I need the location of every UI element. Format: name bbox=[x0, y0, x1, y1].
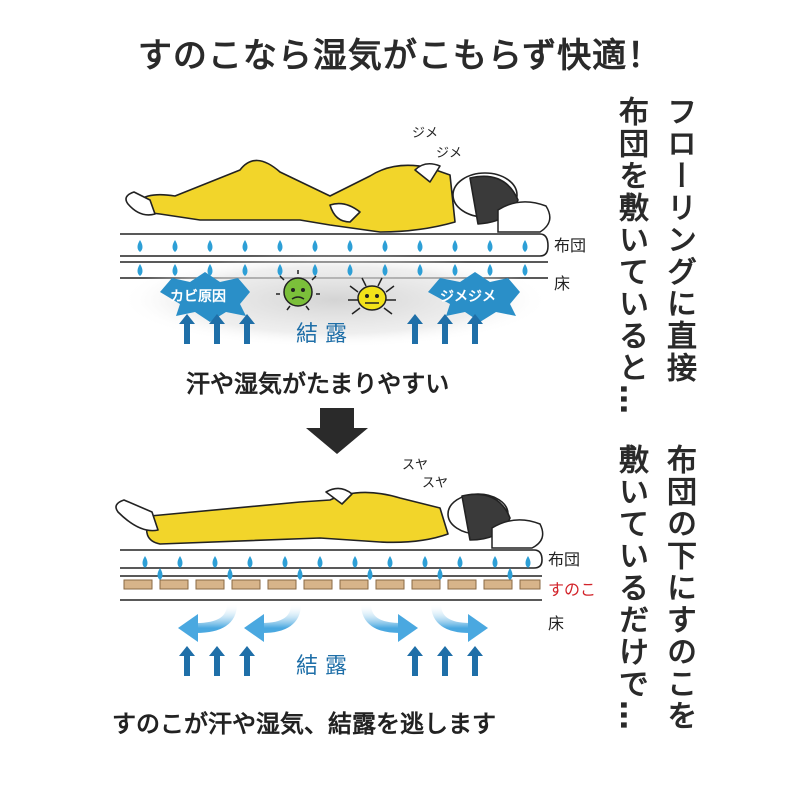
badge-damp bbox=[428, 272, 520, 322]
badge-damp-label: ジメジメ bbox=[440, 289, 496, 305]
condensation-arrows-bottom bbox=[179, 646, 483, 676]
pillow-bottom bbox=[491, 519, 544, 549]
badge-mold-cause bbox=[160, 272, 250, 322]
escape-arrows bbox=[195, 603, 471, 633]
down-arrow-icon bbox=[306, 408, 368, 454]
page-title: すのこなら湿気がこもらず快適！ bbox=[137, 36, 663, 76]
futon-bottom bbox=[120, 549, 543, 569]
snore-text-top-2: ジメ bbox=[436, 146, 463, 161]
sunoko-slats bbox=[123, 579, 541, 590]
escape-arrowheads bbox=[178, 614, 488, 642]
condensation-label-top: 結 露 bbox=[296, 322, 347, 347]
floor-label-top: 床 bbox=[554, 274, 571, 293]
dust-mite-icon bbox=[348, 277, 396, 315]
bottom-side-text: 布団の下にすのこを 敷いているだけで… bbox=[606, 444, 702, 732]
badge-mold-label: カビ原因 bbox=[170, 289, 226, 305]
futon-label-bottom: 布団 bbox=[548, 550, 581, 569]
bottom-caption: すのこが汗や湿気、結露を逃します bbox=[112, 710, 496, 738]
bottom-side-line-1: 布団の下にすのこを bbox=[661, 444, 696, 732]
futon-label-top: 布団 bbox=[554, 236, 587, 255]
moisture-drops-top bbox=[137, 240, 528, 276]
sleeping-person-bottom bbox=[115, 487, 511, 545]
moisture-drops-bottom bbox=[142, 556, 531, 580]
mold-germ-icon bbox=[276, 270, 320, 311]
top-side-line-1: フローリングに直接 bbox=[661, 96, 696, 384]
top-side-text: フローリングに直接 布団を敷いていると… bbox=[606, 96, 702, 416]
bottom-side-line-2: 敷いているだけで… bbox=[613, 444, 648, 732]
sunoko-label: すのこ bbox=[548, 580, 597, 599]
floor-label-bottom: 床 bbox=[548, 614, 565, 633]
snore-text-bottom-1: スヤ bbox=[402, 458, 429, 473]
top-side-line-2: 布団を敷いていると… bbox=[613, 96, 648, 416]
pillow-top bbox=[497, 201, 551, 233]
snore-text-bottom-2: スヤ bbox=[422, 476, 449, 491]
top-caption: 汗や湿気がたまりやすい bbox=[186, 370, 450, 398]
sleeping-person-top bbox=[125, 159, 519, 233]
snore-text-top-1: ジメ bbox=[412, 126, 439, 141]
condensation-label-bottom: 結 露 bbox=[296, 654, 347, 679]
condensation-arrows-top bbox=[179, 314, 483, 344]
